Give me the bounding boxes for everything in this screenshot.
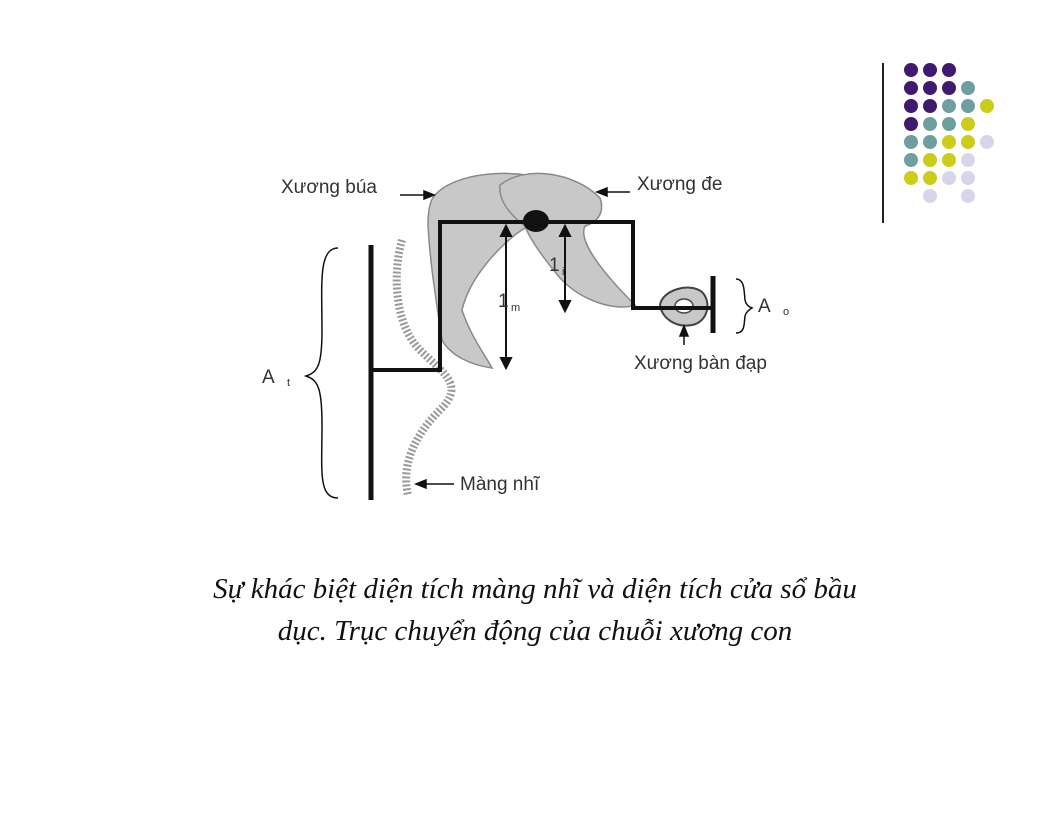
decorative-dot-pattern	[882, 63, 994, 223]
decorative-dot	[980, 99, 994, 113]
malleus-lever-arrow	[499, 223, 513, 371]
figure-caption: Sự khác biệt diện tích màng nhĩ và diện …	[0, 568, 1056, 652]
fulcrum-pivot	[523, 210, 549, 232]
decorative-dot	[942, 81, 956, 95]
incus-pointer-arrow	[594, 186, 630, 198]
malleus-label: Xương búa	[281, 177, 377, 198]
decorative-dot	[942, 135, 956, 149]
decorative-dot	[923, 171, 937, 185]
decorative-dot	[961, 135, 975, 149]
malleus-pointer-arrow	[400, 189, 437, 201]
eardrum-area-symbol: A	[262, 367, 275, 388]
decorative-dot	[904, 171, 918, 185]
stapes-label: Xương bàn đạp	[634, 353, 767, 374]
incus-lever-subscript: i	[562, 266, 564, 278]
eardrum-area-brace	[303, 247, 339, 499]
decorative-dot	[961, 117, 975, 131]
decorative-dot	[923, 189, 937, 203]
decorative-dot	[923, 135, 937, 149]
decorative-dot	[904, 81, 918, 95]
decorative-dot	[923, 99, 937, 113]
eardrum-membrane	[392, 238, 456, 496]
oval-window-area-subscript: o	[783, 306, 789, 318]
decorative-dot	[980, 135, 994, 149]
decorative-dot	[904, 99, 918, 113]
decorative-dot	[923, 63, 937, 77]
decorative-dot	[942, 117, 956, 131]
incus-lever-symbol: 1	[549, 255, 560, 276]
eardrum-label: Màng nhĩ	[460, 474, 540, 495]
decorative-dot	[942, 153, 956, 167]
incus-bone	[499, 172, 637, 308]
decorative-dot	[961, 171, 975, 185]
decorative-dot	[961, 81, 975, 95]
decorative-dot	[923, 117, 937, 131]
decorative-dot	[942, 63, 956, 77]
decorative-dot	[942, 99, 956, 113]
stapes-pointer-arrow	[678, 323, 690, 345]
decorative-dot	[961, 99, 975, 113]
decorative-dot	[904, 153, 918, 167]
eardrum-pointer-arrow	[413, 478, 454, 490]
decorative-dot	[923, 153, 937, 167]
caption-line-1: Sự khác biệt diện tích màng nhĩ và diện …	[213, 573, 857, 605]
eardrum-area-subscript: t	[287, 377, 290, 389]
caption-line-2: dục. Trục chuyển động của chuỗi xương co…	[277, 615, 793, 647]
decorative-dot	[961, 189, 975, 203]
decorative-dot	[923, 81, 937, 95]
decorative-dot	[942, 171, 956, 185]
incus-lever-arrow	[558, 223, 572, 314]
incus-label: Xương đe	[637, 174, 722, 195]
oval-window-area-symbol: A	[758, 296, 771, 317]
oval-window-area-brace	[735, 278, 754, 334]
decorative-dot	[961, 153, 975, 167]
malleus-lever-symbol: 1	[498, 291, 509, 312]
decorative-dot	[904, 117, 918, 131]
decorative-dot	[904, 63, 918, 77]
decorative-dot	[904, 135, 918, 149]
malleus-lever-subscript: m	[511, 302, 520, 314]
